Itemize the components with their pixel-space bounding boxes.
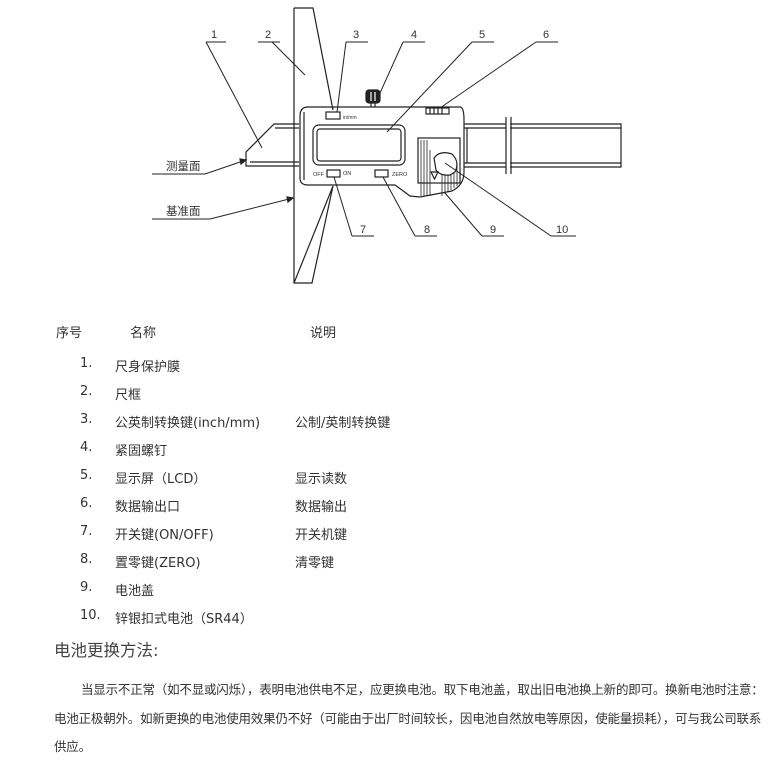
part-name: 数据输出口 (115, 500, 181, 515)
header-description: 说明 (310, 326, 337, 341)
tightening-screw (365, 89, 381, 104)
part-number: 3. (80, 412, 93, 427)
part-description: 开关机键 (295, 528, 348, 543)
part-name: 公英制转换键(inch/mm) (115, 416, 261, 431)
depth-caliper-diagram: 1 2 3 4 5 6 7 8 9 10 测量面 基准面 in/mm OFF O… (152, 7, 622, 284)
part-row: 6. 数据输出口 数据输出 (0, 492, 770, 520)
part-number: 10. (80, 608, 101, 623)
part-number: 1. (80, 356, 93, 371)
part-name: 电池盖 (115, 584, 155, 599)
callout-8: 8 (424, 224, 430, 236)
part-number: 8. (80, 552, 93, 567)
base-plate (293, 7, 334, 284)
header-name: 名称 (130, 326, 157, 341)
zero-button (374, 169, 389, 178)
part-name: 尺框 (115, 388, 142, 403)
part-name: 尺身保护膜 (115, 360, 181, 375)
part-row: 2. 尺框 (0, 380, 770, 408)
part-name: 置零键(ZERO) (115, 556, 201, 571)
unit-key-label: in/mm (343, 115, 357, 121)
callout-6: 6 (543, 29, 549, 41)
measuring-face-label: 测量面 (166, 160, 201, 173)
lcd-outer (312, 124, 406, 166)
callout-10: 10 (556, 224, 568, 236)
part-row: 8. 置零键(ZERO) 清零键 (0, 548, 770, 576)
callout-3: 3 (353, 29, 359, 41)
part-number: 6. (80, 496, 93, 511)
part-row: 7. 开关键(ON/OFF) 开关机键 (0, 520, 770, 548)
frame-body (299, 106, 465, 198)
lcd-inner (316, 128, 402, 162)
callout-5: 5 (479, 29, 485, 41)
battery-cover (417, 137, 461, 184)
part-name: 开关键(ON/OFF) (115, 528, 214, 543)
parts-table-header: 序号 名称 说明 (0, 322, 770, 342)
part-row: 1. 尺身保护膜 (0, 352, 770, 380)
reference-face-label: 基准面 (166, 205, 201, 218)
part-name: 紧固螺钉 (115, 444, 168, 459)
part-description: 清零键 (295, 556, 335, 571)
part-name: 锌银扣式电池（SR44） (115, 612, 253, 627)
callout-4: 4 (411, 29, 417, 41)
callout-2: 2 (265, 29, 271, 41)
header-number: 序号 (56, 326, 83, 341)
parts-list: 1. 尺身保护膜 2. 尺框 3. 公英制转换键(inch/mm) 公制/英制转… (0, 352, 770, 632)
part-number: 5. (80, 468, 93, 483)
callout-9: 9 (490, 224, 496, 236)
part-number: 7. (80, 524, 93, 539)
part-number: 4. (80, 440, 93, 455)
zero-label: ZERO (392, 172, 408, 178)
callout-7: 7 (360, 224, 366, 236)
on-off-button (326, 169, 341, 178)
off-label: OFF (313, 172, 325, 178)
part-description: 显示读数 (295, 472, 348, 487)
part-name: 显示屏（LCD） (115, 472, 207, 487)
part-row: 10. 锌银扣式电池（SR44） (0, 604, 770, 632)
right-beam (464, 123, 622, 168)
part-description: 数据输出 (295, 500, 348, 515)
battery-arrow (430, 171, 439, 181)
unit-button (325, 111, 341, 120)
part-row: 3. 公英制转换键(inch/mm) 公制/英制转换键 (0, 408, 770, 436)
battery-instructions: 当显示不正常（如不显或闪烁），表明电池供电不足，应更换电池。取下电池盖，取出旧电… (54, 682, 764, 754)
callout-1: 1 (211, 29, 217, 41)
part-description: 公制/英制转换键 (295, 416, 391, 431)
on-label: ON (343, 171, 351, 177)
part-row: 5. 显示屏（LCD） 显示读数 (0, 464, 770, 492)
left-jaw (245, 123, 299, 167)
part-row: 4. 紧固螺钉 (0, 436, 770, 464)
part-number: 9. (80, 580, 93, 595)
part-number: 2. (80, 384, 93, 399)
part-row: 9. 电池盖 (0, 576, 770, 604)
battery-section-title: 电池更换方法: (54, 641, 159, 660)
